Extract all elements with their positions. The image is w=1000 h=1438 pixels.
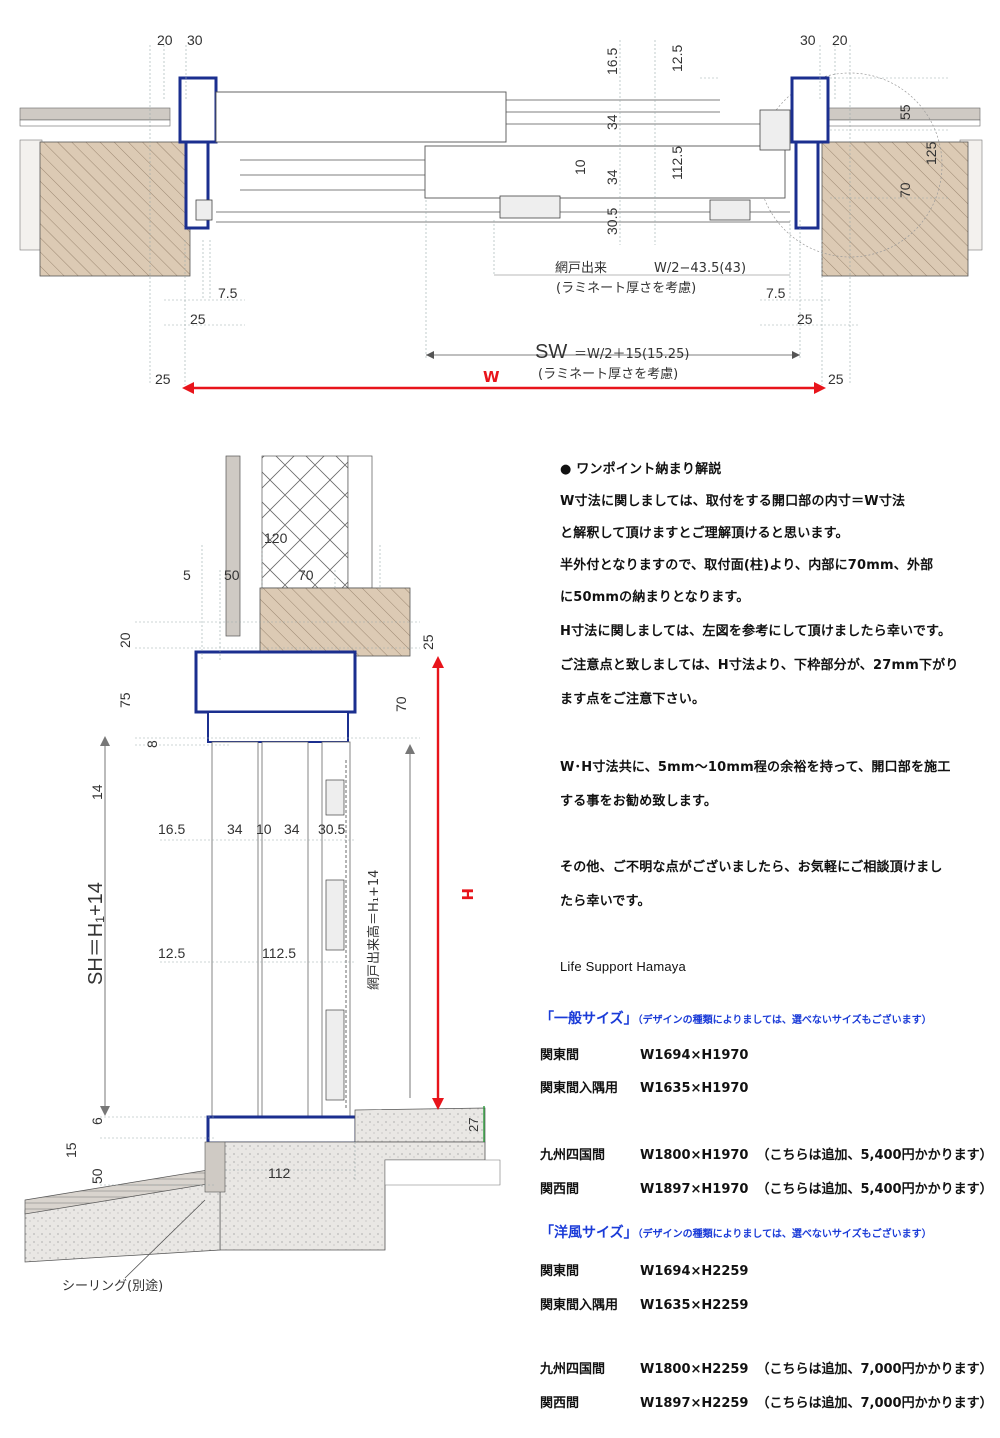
sill-frame: [206, 1115, 358, 1145]
dim-16-5-sec: 16.5: [158, 821, 185, 837]
concrete-sill: [219, 1141, 486, 1251]
h-label: H: [458, 888, 476, 901]
net-width-label: 網戸出来: [555, 261, 607, 276]
dim-10: 10: [572, 159, 588, 175]
dim-25-sec: 25: [420, 634, 436, 650]
wood-post-left: [39, 141, 191, 277]
plan-view: 20 30 30 20 16.5 12.5 34 10 34 112.5 30.…: [19, 32, 983, 394]
dim-8: 8: [144, 740, 160, 748]
note-line: ご注意点と致しましては、H寸法より、下枠部分が、27mm下がり: [560, 658, 959, 673]
dim-112-5: 112.5: [669, 146, 685, 180]
general-size-note: （デザインの種類によりましては、選べないサイズもございます）: [637, 1015, 932, 1026]
dim-112-5-sec: 112.5: [262, 945, 296, 961]
dim-7-5-right: 7.5: [766, 285, 786, 301]
dim-12-5: 12.5: [669, 45, 685, 72]
sealing-label: シーリング(別途): [62, 1278, 163, 1294]
dim-50-bottom: 50: [89, 1168, 105, 1184]
note-line: W寸法に関しましては、取付をする開口部の内寸＝W寸法: [560, 494, 906, 509]
sw-formula: ＝W/2＋15(15.25): [574, 347, 689, 362]
dim-25-right: 25: [797, 311, 813, 327]
general-size-heading: 「一般サイズ」（デザインの種類によりましては、選べないサイズもございます）: [540, 1008, 932, 1028]
screen-sash-outer: [215, 91, 507, 143]
section-view: 120 5 50 70 20 25 75 70 8 14 16.5 34 10 …: [24, 455, 501, 1294]
note-line: W･H寸法共に、5mm～10mm程の余裕を持って、開口部を施工: [560, 760, 951, 775]
net-height-label: 網戸出来高＝H₁+14: [366, 870, 382, 990]
dim-15: 15: [63, 1142, 79, 1158]
dim-25-left: 25: [190, 311, 206, 327]
western-size-heading: 「洋風サイズ」（デザインの種類によりましては、選べないサイズもございます）: [540, 1222, 932, 1242]
dim-30-5-sec: 30.5: [318, 821, 345, 837]
screen-panel-outer: [211, 741, 259, 1118]
laminate-note-1: (ラミネート厚さを考慮): [556, 281, 696, 296]
dim-20-left: 20: [157, 32, 173, 48]
dim-20-right: 20: [832, 32, 848, 48]
screen-sash-inner: [424, 145, 786, 199]
dim-10-sec: 10: [256, 821, 272, 837]
w-label: W: [483, 368, 500, 386]
note-line: と解釈して頂けますとご理解頂けると思います。: [560, 526, 849, 541]
dim-70-side: 70: [393, 696, 409, 712]
frame-right-top: [790, 76, 830, 144]
dim-30-left: 30: [187, 32, 203, 48]
note-line: する事をお勧め致します。: [560, 794, 718, 809]
frame-right-jamb: [794, 140, 820, 230]
note-line: に50mmの納まりとなります。: [560, 590, 750, 605]
dim-34-b: 34: [604, 169, 620, 185]
screen-panel-inner: [261, 741, 309, 1118]
dim-16-5: 16.5: [604, 48, 620, 75]
dim-112: 112: [268, 1165, 291, 1181]
signature: Life Support Hamaya: [560, 959, 686, 974]
western-size-note: （デザインの種類によりましては、選べないサイズもございます）: [637, 1229, 932, 1240]
dim-34-sec-b: 34: [284, 821, 300, 837]
dim-34-sec-a: 34: [227, 821, 243, 837]
wood-post-right: [821, 141, 969, 277]
dim-30-5: 30.5: [604, 208, 620, 235]
sh-label: SH＝H₁+14: [85, 882, 107, 985]
dim-70-top: 70: [298, 567, 314, 583]
dim-14: 14: [89, 784, 105, 800]
dim-7-5-left: 7.5: [218, 285, 238, 301]
note-line: 半外付となりますので、取付面(柱)より、内部に70mm、外部: [560, 558, 934, 573]
note-line: たら幸いです。: [560, 894, 651, 909]
general-size-title: 「一般サイズ」: [540, 1011, 638, 1027]
dim-25-outer-right: 25: [828, 371, 844, 387]
frame-left-top: [178, 76, 218, 144]
note-line: H寸法に関しましては、左図を参考にして頂けましたら幸いです。: [560, 624, 952, 639]
dim-120: 120: [264, 530, 288, 546]
dim-50: 50: [224, 567, 240, 583]
laminate-note-2: (ラミネート厚さを考慮): [538, 367, 678, 382]
dim-55: 55: [897, 104, 913, 120]
net-width-formula: W/2−43.5(43): [654, 261, 746, 276]
wall-siding-left: [19, 107, 171, 121]
western-size-title: 「洋風サイズ」: [540, 1225, 638, 1241]
dim-30-right: 30: [800, 32, 816, 48]
dim-125: 125: [923, 141, 939, 165]
dim-6: 6: [89, 1117, 105, 1125]
dim-34-a: 34: [604, 114, 620, 130]
note-line: ます点をご注意下さい。: [560, 692, 706, 707]
dim-5: 5: [183, 567, 191, 583]
dim-75: 75: [117, 692, 133, 708]
note-line: その他、ご不明な点がございましたら、お気軽にご相談頂けまし: [560, 860, 943, 875]
dim-70: 70: [897, 182, 913, 198]
dim-12-5-sec: 12.5: [158, 945, 185, 961]
dim-25-outer-left: 25: [155, 371, 171, 387]
sw-label: SW: [535, 341, 567, 363]
dim-27: 27: [466, 1118, 481, 1132]
note-heading: ● ワンポイント納まり解説: [560, 462, 722, 477]
dim-20-sec: 20: [117, 632, 133, 648]
head-frame: [194, 650, 357, 714]
